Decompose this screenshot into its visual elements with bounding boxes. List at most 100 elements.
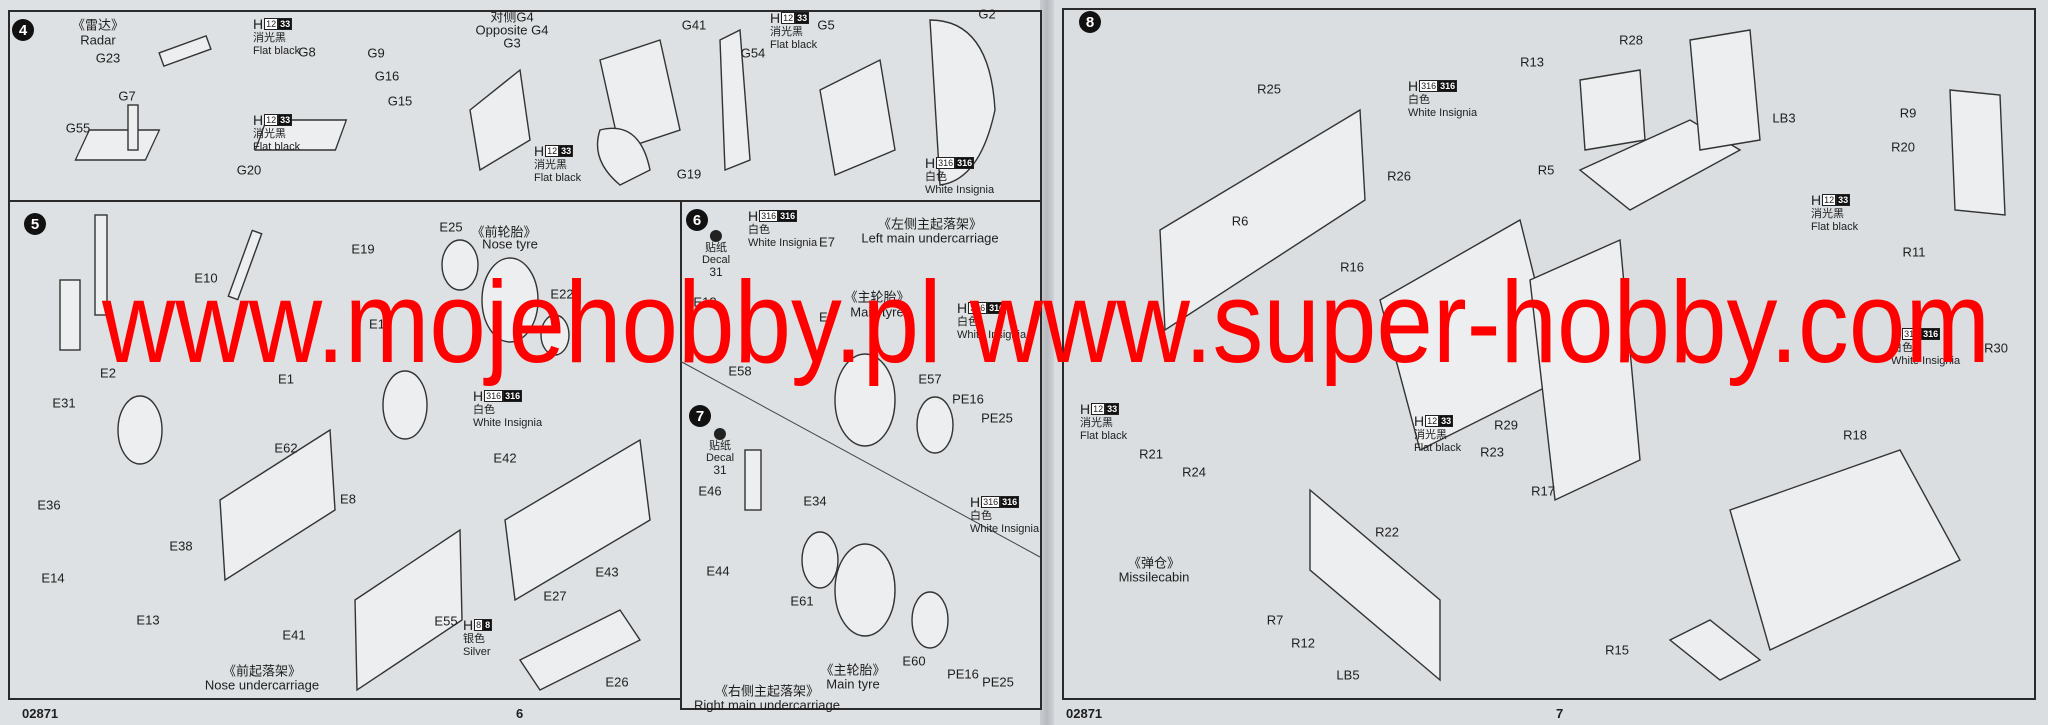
part-label: G7	[118, 88, 136, 104]
paint-prefix: H	[925, 155, 936, 171]
part-label: R23	[1480, 444, 1504, 460]
paint-name-cn: 白色	[1891, 342, 1913, 355]
part-label: R12	[1291, 635, 1315, 651]
part-label: 《左侧主起落架》	[877, 216, 983, 232]
nose-wheel-part	[117, 395, 163, 465]
paint-code-a: 12	[264, 17, 279, 31]
canopy-part	[596, 127, 651, 186]
paint-prefix: H	[253, 16, 264, 32]
side-wall-r25-part	[1159, 108, 1366, 332]
paint-code-b: 316	[987, 301, 1007, 315]
paint-prefix: H	[253, 112, 264, 128]
part-label: E25	[439, 219, 463, 235]
strut-e10-part	[227, 229, 263, 301]
decal-label-cn: 贴纸	[709, 440, 731, 452]
decal-label-en: Decal	[705, 451, 735, 464]
part-label: Right main undercarriage	[694, 697, 840, 713]
paint-code-b: 316	[1438, 79, 1458, 93]
paint-name-cn: 白色	[1408, 94, 1430, 107]
part-label: E62	[274, 440, 298, 456]
part-label: G23	[95, 50, 121, 66]
paint-code-a: 316	[936, 156, 956, 170]
part-label: E43	[595, 564, 619, 580]
part-label: Nose tyre	[482, 236, 538, 252]
bay-wall-e62-part	[219, 428, 336, 582]
part-label: E18	[693, 294, 717, 310]
paint-name-en: Flat black	[534, 171, 582, 184]
paint-code-a: 316	[484, 389, 504, 403]
part-label: 对侧G4	[490, 9, 534, 25]
paint-name-en: Flat black	[253, 44, 301, 57]
part-label: E38	[169, 538, 193, 554]
part-label: E10	[194, 270, 218, 286]
seat-frame-part	[599, 39, 681, 151]
part-label: E55	[434, 613, 458, 629]
part-label: 《主轮胎》	[844, 289, 910, 305]
part-label: R16	[1340, 259, 1364, 275]
part-label: G55	[65, 120, 91, 136]
paint-prefix: H	[770, 10, 781, 26]
paint-code-a: 316	[759, 209, 779, 223]
paint-name-cn: 消光黑	[1811, 208, 1844, 221]
part-label: E1	[278, 371, 294, 387]
part-label: E19	[351, 241, 375, 257]
part-label: R6	[1231, 213, 1249, 229]
part-label: E22	[550, 286, 574, 302]
part-label: E31	[52, 395, 76, 411]
paint-code-b: 33	[278, 17, 293, 31]
paint-code-a: 12	[545, 144, 560, 158]
step-8-panel	[1062, 8, 2036, 700]
nose-oleo-part	[59, 279, 81, 351]
part-label: E60	[902, 653, 926, 669]
part-label: R30	[1984, 340, 2008, 356]
paint-code-a: 12	[1822, 193, 1837, 207]
part-label: R26	[1387, 168, 1411, 184]
part-label: G54	[740, 45, 766, 61]
part-label: E27	[543, 588, 567, 604]
part-label: G3	[503, 35, 521, 51]
part-label: G20	[236, 162, 262, 178]
part-label: E7	[819, 234, 835, 250]
part-label: R18	[1843, 427, 1867, 443]
part-label: G16	[374, 68, 400, 84]
part-label: E13	[136, 612, 160, 628]
paint-name-cn: 白色	[970, 510, 992, 523]
part-label: Radar	[80, 32, 116, 48]
paint-name-en: Flat black	[1414, 441, 1462, 454]
part-label: E5	[819, 309, 835, 325]
paint-name-cn: 白色	[925, 171, 947, 184]
paint-name-en: White Insignia	[957, 328, 1027, 341]
nose-tyre-part	[481, 257, 539, 343]
hub-e57-part	[916, 396, 954, 454]
part-label: R11	[1902, 244, 1926, 260]
bay-wall-e55-part	[354, 528, 463, 692]
part-label: Nose undercarriage	[204, 677, 320, 693]
paint-name-cn: 白色	[473, 404, 495, 417]
part-label: G8	[298, 44, 316, 60]
part-label: R24	[1182, 464, 1206, 480]
paint-prefix: H	[957, 300, 968, 316]
part-label: 《雷达》	[71, 17, 125, 33]
paint-code-a: 12	[1091, 402, 1106, 416]
paint-name-en: White Insignia	[473, 416, 543, 429]
part-label: LB3	[1772, 110, 1796, 126]
part-label: R13	[1520, 54, 1544, 70]
paint-prefix: H	[1408, 78, 1419, 94]
part-label: R15	[1605, 642, 1629, 658]
